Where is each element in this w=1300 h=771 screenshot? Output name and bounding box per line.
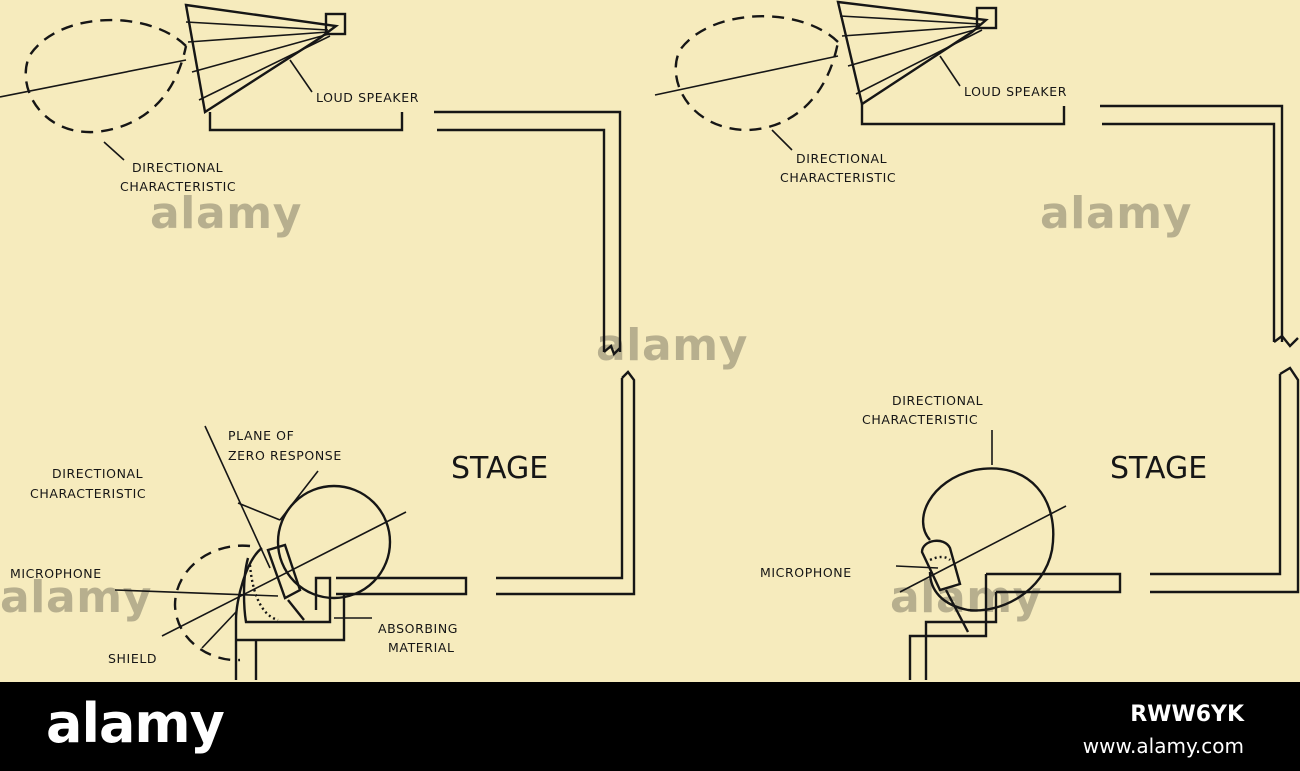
left-microphone-handle (287, 599, 305, 621)
left-diagram: LOUD SPEAKER DIRECTIONAL CHARACTERISTIC … (0, 3, 636, 680)
right-horn-ray (855, 29, 983, 95)
left-bottom-wall (336, 576, 468, 596)
left-absorbing-label-2: MATERIAL (388, 640, 455, 655)
right-mic-pattern-label-2: CHARACTERISTIC (862, 412, 978, 427)
left-shield-leader (201, 611, 237, 649)
left-mic-polar-circle (276, 484, 392, 600)
left-mic-pattern-label-1: DIRECTIONAL (52, 466, 143, 481)
left-horn-ray (198, 35, 331, 101)
left-shield-wall (234, 547, 263, 680)
left-pattern-leader (103, 141, 125, 161)
left-horn-ray (187, 31, 329, 43)
left-mic-pattern-leader (237, 502, 281, 521)
left-right-wall-lower-inner (496, 378, 624, 580)
right-top-wall-a (860, 104, 1066, 126)
left-speaker-polar-lobe (24, 18, 188, 134)
right-mic-pattern-label-1: DIRECTIONAL (892, 393, 983, 408)
right-mic-polar-cardioid (921, 467, 1055, 612)
footer-url: www.alamy.com (1082, 734, 1244, 758)
left-top-wall-b-inner (437, 128, 606, 352)
left-mic-pattern-label-2: CHARACTERISTIC (30, 486, 146, 501)
right-speaker-driver (975, 6, 998, 30)
right-loudspeaker (836, 0, 998, 106)
left-top-wall-a (208, 112, 404, 132)
right-diagram: LOUD SPEAKER DIRECTIONAL CHARACTERISTIC … (654, 0, 1300, 680)
left-speaker-axis (0, 59, 187, 98)
right-right-wall-lower (1150, 366, 1300, 594)
footer-image-id: RWW6YK (1130, 702, 1244, 727)
left-horn-outline (184, 3, 340, 114)
right-pattern-leader (771, 129, 793, 151)
left-enclosure-floor (236, 594, 346, 642)
footer-logo: alamy (46, 692, 225, 755)
right-right-wall-lower-inner (1150, 374, 1282, 576)
watermark: alamy (0, 572, 152, 623)
left-speaker-label: LOUD SPEAKER (316, 90, 419, 105)
left-microphone-leader (114, 589, 279, 597)
left-absorbing-label-1: ABSORBING (378, 621, 458, 636)
right-horn-ray (841, 25, 981, 37)
right-microphone-body (920, 539, 962, 592)
left-horn-ray (191, 33, 330, 73)
right-speaker-pattern-label-2: CHARACTERISTIC (780, 170, 896, 185)
right-mic-step (908, 574, 988, 680)
right-microphone-label: MICROPHONE (760, 565, 852, 580)
right-speaker-polar-lobe (674, 15, 840, 132)
right-microphone-grille (929, 555, 951, 562)
left-shield-label: SHIELD (108, 651, 157, 666)
left-speaker-driver (324, 12, 347, 36)
left-zero-plane-leader (279, 470, 319, 521)
left-top-wall-b (434, 110, 622, 352)
watermark: alamy (890, 572, 1042, 623)
left-enclosure-box (242, 557, 332, 624)
right-bottom-wall (986, 572, 1122, 594)
left-right-wall-lower (496, 370, 636, 596)
left-stage-label: STAGE (451, 451, 548, 486)
right-speaker-axis (654, 55, 839, 96)
right-horn-outline (836, 0, 989, 106)
left-zero-plane-line (204, 425, 271, 569)
left-mic-enclosure (234, 543, 346, 680)
left-wall-break (603, 343, 621, 357)
right-horn-ray (847, 27, 982, 67)
right-top-wall-b (1100, 104, 1284, 342)
right-microphone-handle (944, 589, 970, 633)
acoustic-diagram: LOUD SPEAKER DIRECTIONAL CHARACTERISTIC … (0, 0, 1300, 682)
left-speaker-pattern-label-2: CHARACTERISTIC (120, 179, 236, 194)
left-absorbing-material (248, 564, 279, 622)
watermark: alamy (1040, 188, 1192, 239)
left-mic-dashed-lobe (173, 544, 251, 662)
left-horn-ray (185, 21, 329, 31)
right-top-wall-b-inner (1102, 122, 1276, 342)
watermark: alamy (596, 320, 748, 371)
right-mic-axis (899, 505, 1067, 593)
right-speaker-leader (939, 55, 961, 87)
watermark-layer: alamy alamy alamy alamy alamy (0, 188, 1192, 623)
left-zero-plane-label-2: ZERO RESPONSE (228, 448, 342, 463)
paper-background (0, 0, 1300, 682)
left-mic-axis (161, 511, 407, 637)
right-microphone-leader (895, 565, 939, 569)
watermark: alamy (150, 188, 302, 239)
left-loudspeaker (184, 3, 347, 114)
left-microphone-label: MICROPHONE (10, 566, 102, 581)
stock-footer-bar: alamy RWW6YK www.alamy.com (0, 682, 1300, 771)
right-horn-ray (839, 15, 981, 25)
left-zero-plane-label-1: PLANE OF (228, 428, 294, 443)
left-speaker-leader (289, 59, 313, 93)
right-stage-label: STAGE (1110, 451, 1207, 486)
right-speaker-pattern-label-1: DIRECTIONAL (796, 151, 887, 166)
left-speaker-pattern-label-1: DIRECTIONAL (132, 160, 223, 175)
right-wall-break (1273, 334, 1299, 348)
right-speaker-label: LOUD SPEAKER (964, 84, 1067, 99)
